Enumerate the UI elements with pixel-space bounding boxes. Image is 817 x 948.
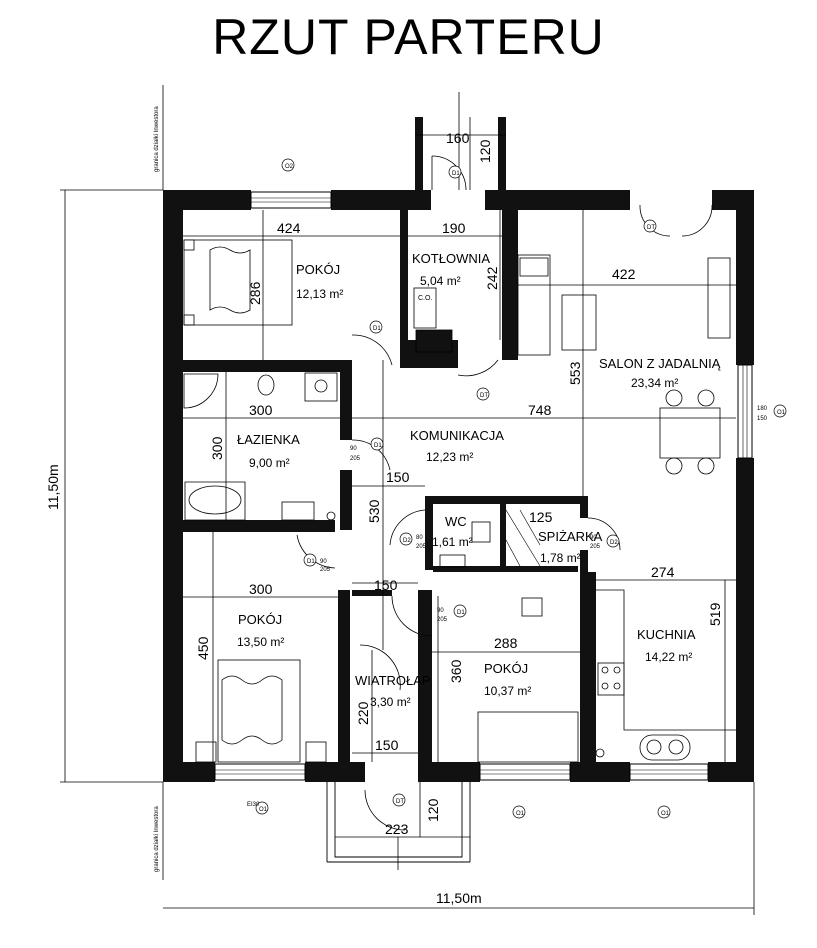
dim-300-a: 300 [249, 402, 273, 418]
room-name-spizarka: SPIŻARKA [538, 529, 603, 544]
door-tag-dt-a: DT [480, 393, 488, 399]
door-tag-dt-b: DT [396, 799, 404, 805]
dim-150-b: 150 [374, 577, 398, 593]
dim-overall-width: 11,50m [436, 890, 482, 906]
window-tag-o1-a: O1 [516, 811, 525, 817]
co-label: C.O. [418, 295, 432, 302]
room-name-wc: WC [445, 514, 467, 529]
furniture [183, 239, 736, 763]
room-area-wiatrolap: 3,30 m² [370, 695, 411, 709]
dim-424: 424 [277, 220, 301, 236]
outer-walls [163, 117, 754, 782]
door-tag-d1-d: D1 [457, 610, 465, 616]
room-area-pokoj-1: 12,13 m² [296, 287, 343, 301]
door-tag-d1-e: D1 [452, 171, 460, 177]
dim-288: 288 [494, 635, 518, 651]
dim-286: 286 [247, 281, 263, 305]
dim-242: 242 [484, 266, 500, 290]
room-name-pokoj-2: POKÓJ [238, 612, 282, 627]
dim-530: 530 [366, 499, 382, 523]
room-name-salon: SALON Z JADALNIĄ [599, 356, 721, 371]
dim-125: 125 [529, 509, 553, 525]
dim-274: 274 [651, 564, 675, 580]
door-height-205-e: 205 [437, 617, 448, 623]
room-area-spizarka: 1,78 m² [540, 551, 581, 565]
room-area-kuchnia: 14,22 m² [645, 650, 692, 664]
dim-overall-height: 11,50m [45, 464, 61, 510]
dim-190: 190 [442, 220, 466, 236]
window-tag-o1-c: O1 [259, 807, 268, 813]
window-tag-o1-b: O1 [661, 811, 670, 817]
door-tag-dt-c: DT [647, 225, 655, 231]
window-tag-o1-d: O1 [777, 410, 786, 416]
room-name-kuchnia: KUCHNIA [637, 627, 696, 642]
room-area-komunikacja: 12,23 m² [426, 450, 473, 464]
room-name-komunikacja: KOMUNIKACJA [410, 428, 504, 443]
page-title: RZUT PARTERU [212, 9, 605, 65]
room-name-wiatrolap: WIATROŁAP [355, 673, 431, 688]
fire-rating-ei30: EI30 [247, 802, 260, 808]
dim-150-c: 150 [375, 737, 399, 753]
dim-120-top: 120 [477, 139, 493, 163]
dim-300-c: 300 [249, 581, 273, 597]
interior-walls [183, 208, 596, 762]
window-width-180: 180 [757, 406, 768, 412]
room-name-kotlownia: KOTŁOWNIA [412, 251, 490, 266]
door-height-205-a: 205 [350, 456, 361, 462]
room-name-pokoj-3: POKÓJ [484, 661, 528, 676]
room-area-pokoj-3: 10,37 m² [484, 684, 531, 698]
dim-220: 220 [355, 701, 371, 725]
dim-450: 450 [195, 636, 211, 660]
window-tag-o2: O2 [285, 164, 294, 170]
dim-300-b: 300 [209, 436, 225, 460]
room-area-kotlownia: 5,04 m² [420, 274, 461, 288]
dim-748: 748 [528, 402, 552, 418]
room-name-pokoj-1: POKÓJ [296, 262, 340, 277]
dim-553: 553 [567, 361, 583, 385]
boundary-note-top: granica działki Inwestora [154, 106, 160, 172]
room-area-wc: 1,61 m² [432, 535, 473, 549]
boundary-note-bottom: granica działki Inwestora [154, 806, 160, 872]
dim-422: 422 [612, 266, 636, 282]
dim-223: 223 [385, 821, 409, 837]
door-width-90-c: 90 [590, 535, 597, 541]
door-width-80: 80 [416, 535, 423, 541]
room-area-pokoj-2: 13,50 m² [237, 635, 284, 649]
door-tag-d2-a: D2 [403, 538, 411, 544]
window-height-150: 150 [757, 416, 768, 422]
door-tag-d1-b: D1 [374, 443, 382, 449]
door-tag-d1-c: D1 [307, 559, 315, 565]
door-height-205-b: 205 [320, 567, 331, 573]
door-tag-d1-a: D1 [373, 326, 381, 332]
room-area-lazienka: 9,00 m² [249, 456, 290, 470]
dim-519: 519 [707, 602, 723, 626]
room-name-lazienka: ŁAZIENKA [237, 432, 300, 447]
door-height-205-d: 205 [590, 544, 601, 550]
door-width-90-a: 90 [350, 446, 357, 452]
dim-120-bottom: 120 [425, 798, 441, 822]
windows [214, 191, 753, 781]
door-width-90-d: 90 [437, 608, 444, 614]
door-width-90-b: 90 [320, 559, 327, 565]
dim-160: 160 [446, 130, 470, 146]
door-tag-d2-b: D2 [610, 540, 618, 546]
dim-150-a: 150 [386, 469, 410, 485]
dim-360: 360 [448, 659, 464, 683]
door-height-205-c: 205 [416, 544, 427, 550]
room-area-salon: 23,34 m² [631, 376, 678, 390]
